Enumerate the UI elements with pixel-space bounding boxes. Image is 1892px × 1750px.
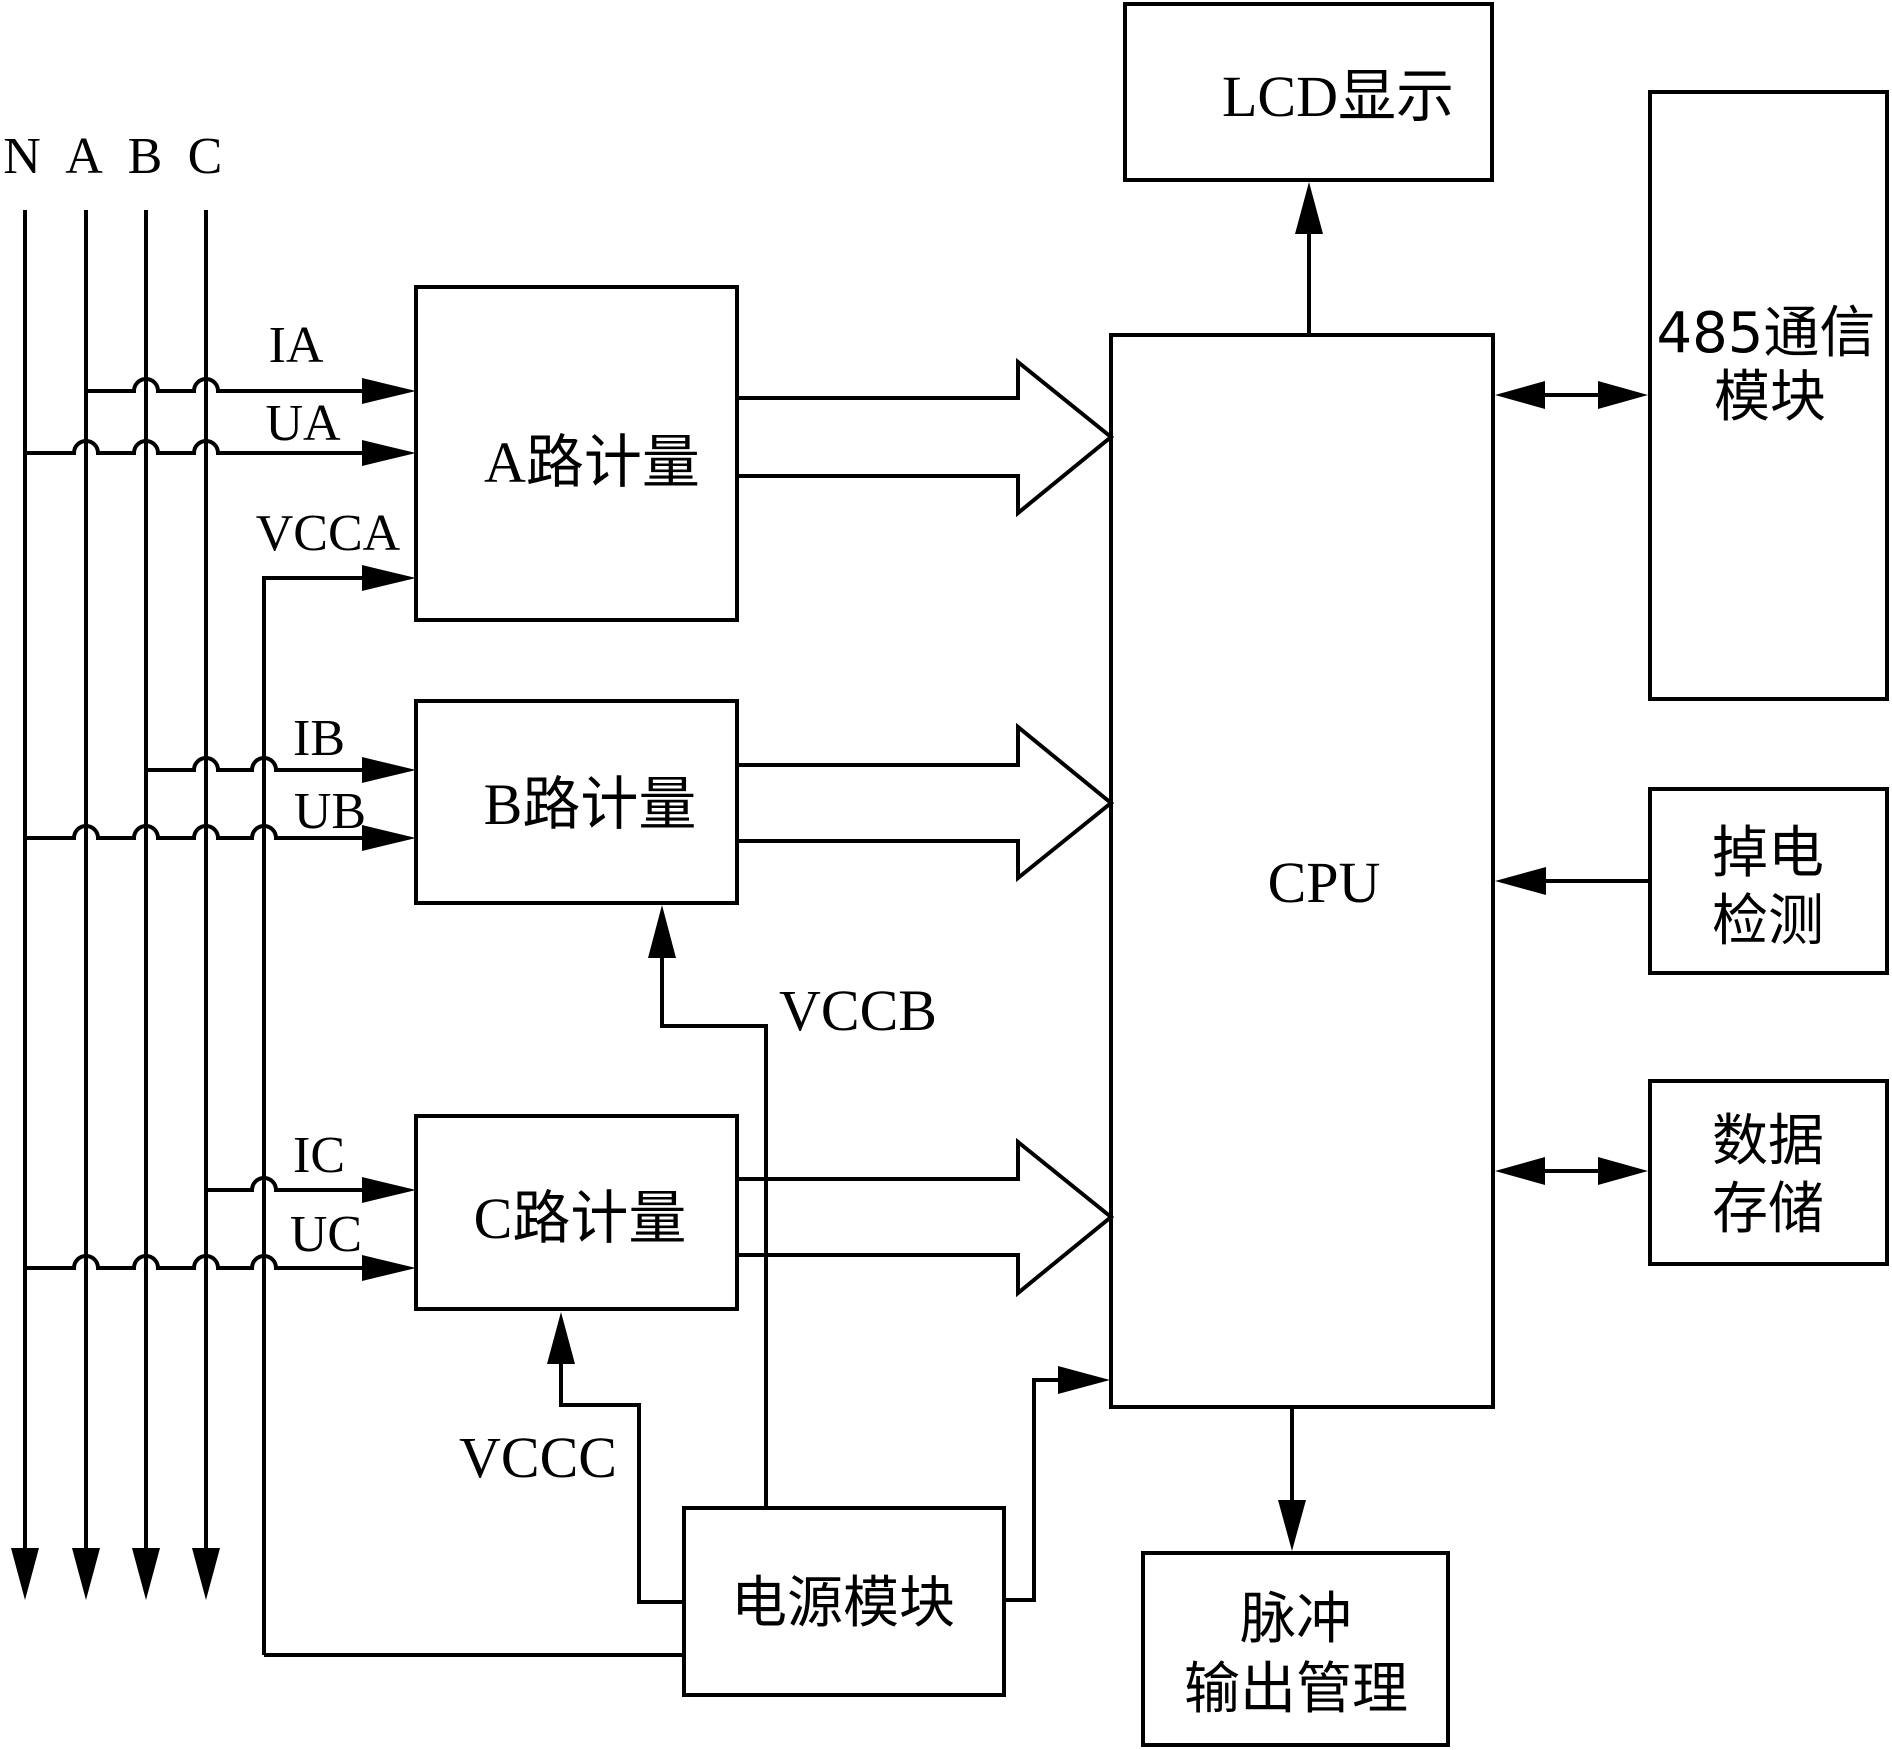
meter-b-block: B路计量	[414, 699, 739, 905]
storage-label-line1: 数据	[1712, 1109, 1824, 1174]
phase-label-n: N	[3, 128, 41, 185]
arrow-uc	[362, 1255, 416, 1281]
arrow-cpu-to-pulse	[1278, 1500, 1306, 1551]
phase-label-c: C	[188, 128, 223, 185]
meter-b-label: B路计量	[484, 772, 697, 837]
storage-block: 数据 存储	[1648, 1079, 1889, 1266]
wire-power-to-cpu	[1004, 1378, 1062, 1602]
cpu-label: CPU	[1268, 850, 1381, 915]
pulse-box	[1141, 1551, 1450, 1747]
comm485-label-line1: 485通信	[1657, 301, 1876, 366]
label-uc: UC	[290, 1206, 362, 1263]
wire-uc	[25, 1254, 368, 1270]
phase-label-a: A	[65, 128, 103, 185]
phase-label-b: B	[128, 128, 163, 185]
bus-arrow-b-to-cpu	[735, 722, 1115, 883]
arrow-ic	[362, 1177, 416, 1203]
power-fail-label-line1: 掉电	[1712, 821, 1824, 886]
wire-vccb	[660, 955, 768, 1508]
label-ic: IC	[293, 1127, 345, 1184]
cpu-block: CPU	[1109, 333, 1495, 1409]
lcd-box	[1123, 2, 1494, 182]
label-vccb: VCCB	[779, 978, 937, 1043]
meter-c-block: C路计量	[414, 1114, 739, 1311]
arrow-vcca	[362, 565, 416, 591]
arrow-vccb	[648, 905, 676, 958]
wire-ia	[86, 377, 368, 393]
wire-ib	[146, 756, 368, 772]
label-ib: IB	[293, 710, 345, 767]
arrow-comm485-to-cpu	[1495, 381, 1545, 409]
bus-arrow-c-to-cpu	[735, 1137, 1115, 1298]
arrow-cpu-to-lcd	[1295, 182, 1323, 234]
arrow-ib	[362, 757, 416, 783]
pulse-label-line1: 脉冲	[1240, 1587, 1352, 1652]
wire-ub	[25, 824, 368, 840]
wire-vcca	[262, 576, 368, 1655]
comm485-block: 485通信 模块	[1648, 90, 1889, 701]
arrow-vccc	[547, 1312, 575, 1364]
label-ia: IA	[269, 317, 324, 374]
label-ub: UB	[294, 783, 366, 840]
label-vccc: VCCC	[459, 1425, 617, 1490]
storage-box	[1648, 1079, 1889, 1266]
wire-ic	[206, 1176, 368, 1192]
arrow-ua	[362, 440, 416, 466]
bus-arrow-b	[132, 1548, 160, 1600]
power-block: 电源模块	[682, 1506, 1006, 1697]
arrow-ub	[362, 825, 416, 851]
meter-a-label: A路计量	[484, 430, 700, 495]
arrow-power-fail-to-cpu	[1495, 867, 1546, 895]
pulse-label-line2: 输出管理	[1184, 1657, 1408, 1722]
bus-arrow-n	[11, 1548, 39, 1600]
label-vcca: VCCA	[256, 505, 401, 562]
bus-arrow-c	[192, 1548, 220, 1600]
comm485-box	[1648, 90, 1889, 701]
comm485-label-line2: 模块	[1714, 365, 1826, 430]
arrow-cpu-to-storage	[1598, 1157, 1648, 1185]
arrow-ia	[362, 378, 416, 404]
arrow-storage-to-cpu	[1495, 1157, 1545, 1185]
power-fail-block: 掉电 检测	[1648, 787, 1889, 975]
lcd-block: LCD显示	[1123, 2, 1494, 182]
wire-vccc	[559, 1362, 684, 1604]
storage-label-line2: 存储	[1712, 1177, 1824, 1242]
label-ua: UA	[265, 395, 341, 452]
meter-c-label: C路计量	[474, 1186, 687, 1251]
power-label: 电源模块	[731, 1571, 955, 1636]
lcd-label: LCD显示	[1222, 64, 1454, 129]
cpu-box	[1109, 333, 1495, 1409]
phase-bus: N A B C	[3, 128, 222, 1600]
arrow-cpu-to-comm485	[1598, 381, 1648, 409]
arrow-power-to-cpu	[1058, 1366, 1110, 1394]
bus-arrow-a-to-cpu	[735, 357, 1115, 518]
bus-arrow-a	[72, 1548, 100, 1600]
meter-a-block: A路计量	[414, 285, 739, 622]
wire-ua	[25, 439, 368, 455]
power-fail-label-line2: 检测	[1712, 889, 1824, 954]
pulse-block: 脉冲 输出管理	[1141, 1551, 1450, 1747]
signal-taps: IA UA VCCA IB UB IC UC	[25, 317, 416, 1655]
